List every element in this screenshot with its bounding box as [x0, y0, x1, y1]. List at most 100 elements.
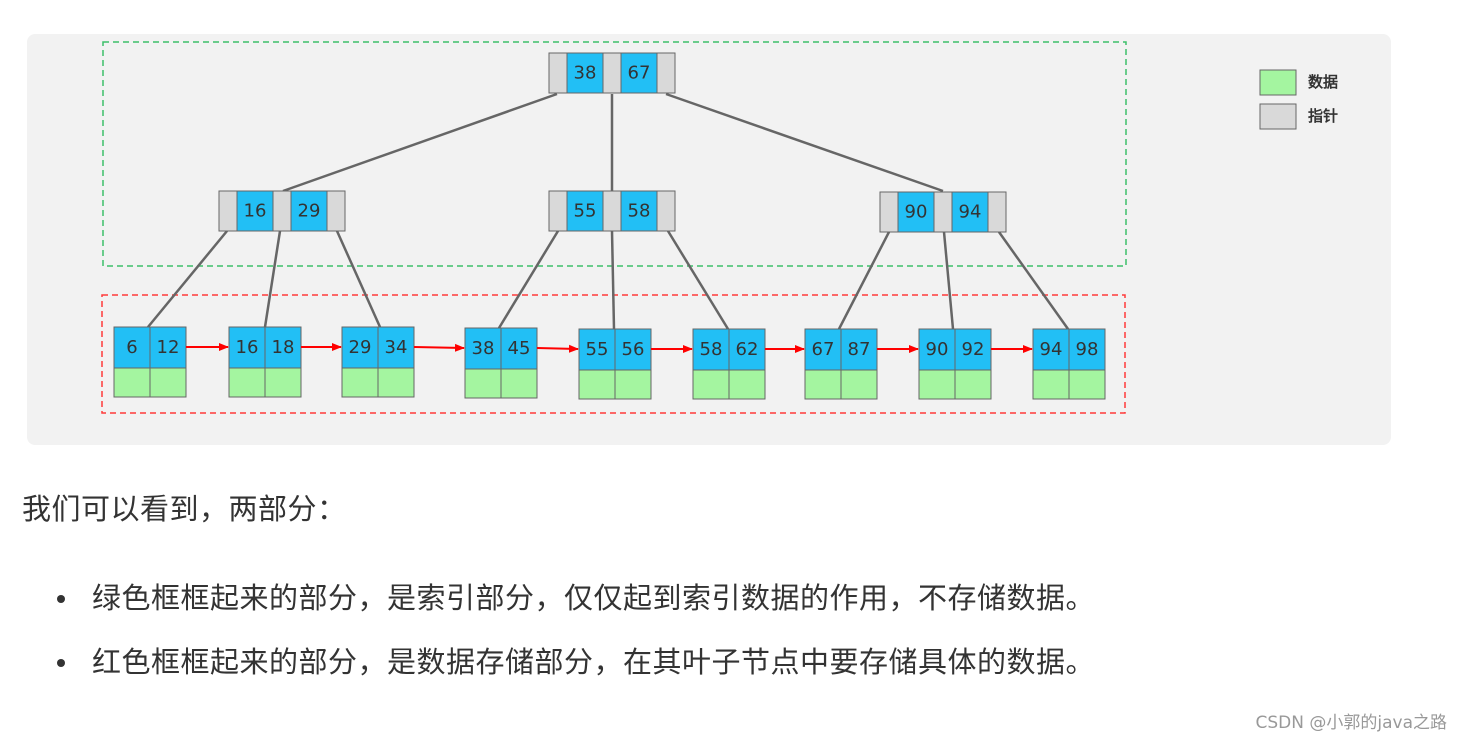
key-label: 94	[959, 202, 982, 223]
leaf-data-cell	[1068, 369, 1106, 400]
leaf-link-arrow	[413, 343, 465, 352]
pointer-cell	[656, 190, 676, 232]
leaf-data-cell	[113, 367, 151, 398]
leaf-key-cell	[918, 328, 956, 371]
leaf-key-cell	[840, 328, 878, 371]
leaf-data-cell	[918, 369, 956, 400]
bullet-item-data-part: 红色框框起来的部分，是数据存储部分，在其叶子节点中要存储具体的数据。	[55, 638, 1095, 702]
tree-edge	[610, 230, 616, 330]
key-cell	[236, 190, 274, 232]
leaf-key-label: 62	[736, 339, 759, 360]
pointer-cell	[987, 191, 1007, 233]
leaf-data-cell	[954, 369, 992, 400]
tree-edge	[147, 230, 228, 328]
pointer-cell	[602, 52, 622, 94]
key-cell	[566, 52, 604, 94]
tree-edge	[263, 230, 282, 328]
leaf-key-label: 34	[385, 337, 408, 358]
leaf-node: 55 56	[578, 328, 652, 400]
key-label: 58	[628, 201, 651, 222]
leaf-data-cell	[692, 369, 730, 400]
key-label: 29	[298, 201, 321, 222]
leaf-node: 29 34	[341, 326, 415, 398]
leaf-key-label: 92	[962, 339, 985, 360]
key-cell	[951, 191, 989, 233]
tree-edge	[666, 230, 730, 330]
key-cell	[620, 52, 658, 94]
leaf-data-cell	[500, 368, 538, 399]
key-label: 55	[574, 201, 597, 222]
bullet-dot-icon	[57, 659, 65, 667]
leaf-node: 90 92	[918, 328, 992, 400]
key-label: 90	[905, 202, 928, 223]
leaf-key-label: 16	[236, 337, 259, 358]
leaf-data-cell	[804, 369, 842, 400]
leaf-key-label: 38	[472, 338, 495, 359]
key-label: 38	[574, 63, 597, 84]
leaf-key-cell	[728, 328, 766, 371]
leaf-node: 38 45	[464, 327, 538, 399]
legend-data-swatch	[1259, 69, 1297, 96]
leaf-data-cell	[228, 367, 266, 398]
tree-edge	[942, 231, 955, 330]
tree-edge	[665, 92, 944, 193]
watermark: CSDN @小郭的java之路	[1255, 713, 1448, 733]
key-cell	[897, 191, 935, 233]
tree-edge	[335, 230, 382, 328]
pointer-cell	[933, 191, 953, 233]
leaf-node: 6 12	[113, 326, 187, 398]
leaf-data-cell	[149, 367, 187, 398]
leaf-data-cell	[264, 367, 302, 398]
leaf-data-cell	[464, 368, 502, 399]
key-cell	[566, 190, 604, 232]
leaf-data-cell	[840, 369, 878, 400]
tree-edge	[837, 231, 891, 330]
legend-data-label: 数据	[1308, 73, 1338, 91]
leaf-key-cell	[228, 326, 266, 369]
leaf-key-label: 18	[272, 337, 295, 358]
leaf-key-cell	[500, 327, 538, 370]
leaf-key-cell	[692, 328, 730, 371]
bullet-list: 绿色框框起来的部分，是索引部分，仅仅起到索引数据的作用，不存储数据。 红色框框起…	[55, 574, 1095, 702]
leaf-key-label: 45	[508, 338, 531, 359]
leaf-data-cell	[341, 367, 379, 398]
pointer-cell	[218, 190, 238, 232]
leaf-node: 58 62	[692, 328, 766, 400]
intro-text: 我们可以看到，两部分：	[22, 492, 347, 526]
legend-pointer-swatch	[1259, 103, 1297, 130]
bullet-item-index-part: 绿色框框起来的部分，是索引部分，仅仅起到索引数据的作用，不存储数据。	[55, 574, 1095, 638]
pointer-cell	[272, 190, 292, 232]
leaf-data-cell	[728, 369, 766, 400]
leaf-key-label: 55	[586, 339, 609, 360]
leaf-link-arrow	[536, 344, 579, 353]
leaf-key-label: 56	[622, 339, 645, 360]
key-label: 16	[244, 201, 267, 222]
leaf-key-cell	[377, 326, 415, 369]
leaf-key-label: 6	[126, 337, 137, 358]
leaf-key-cell	[149, 326, 187, 369]
leaf-key-label: 98	[1076, 339, 1099, 360]
pointer-cell	[326, 190, 346, 232]
leaf-key-label: 67	[812, 339, 835, 360]
bullet-dot-icon	[57, 595, 65, 603]
leaf-key-label: 29	[349, 337, 372, 358]
tree-edge	[997, 231, 1070, 330]
leaf-key-label: 12	[157, 337, 180, 358]
leaf-key-label: 58	[700, 339, 723, 360]
key-label: 67	[628, 63, 651, 84]
internal-node: 90 94	[879, 191, 1007, 233]
leaf-key-cell	[804, 328, 842, 371]
pointer-cell	[548, 190, 568, 232]
pointer-cell	[548, 52, 568, 94]
key-cell	[620, 190, 658, 232]
leaf-key-label: 90	[926, 339, 949, 360]
leaf-data-cell	[1032, 369, 1070, 400]
tree-edge	[497, 230, 560, 329]
internal-node: 55 58	[548, 190, 676, 232]
leaf-key-cell	[1068, 328, 1106, 371]
index-region-border	[102, 41, 1127, 267]
